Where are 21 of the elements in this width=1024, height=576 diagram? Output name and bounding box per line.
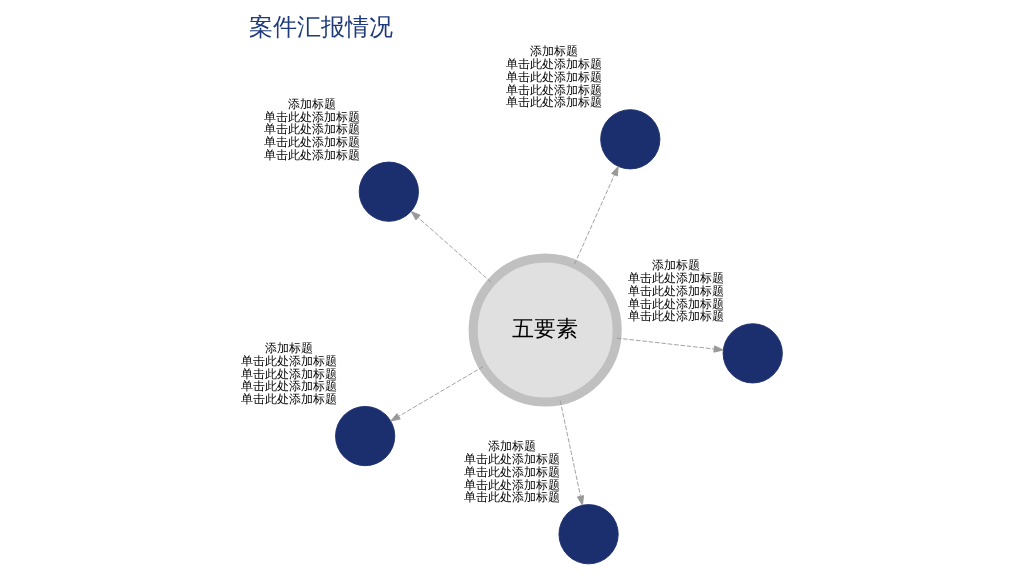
node-label: 添加标题 xyxy=(264,341,313,356)
node-circle: 五要素 xyxy=(468,253,622,407)
arrow xyxy=(616,337,724,353)
node-label: 单击此处添加标题单击此处添加标题单击此处添加标题单击此处添加标题 xyxy=(264,109,361,162)
node-label: 单击此处添加标题单击此处添加标题单击此处添加标题单击此处添加标题 xyxy=(240,353,337,407)
node-circle xyxy=(600,109,661,170)
node-label: 单击此处添加标题单击此处添加标题单击此处添加标题单击此处添加标题 xyxy=(505,57,602,110)
diagram-title: 案件汇报情况 xyxy=(248,12,393,41)
node-circle xyxy=(722,323,783,384)
node-label: 单击此处添加标题单击此处添加标题单击此处添加标题单击此处添加标题 xyxy=(628,271,725,324)
node-circle xyxy=(558,504,619,565)
node-label: 添加标题 xyxy=(652,258,701,273)
arrow xyxy=(390,366,484,422)
node-label: 添加标题 xyxy=(488,439,537,454)
node-label: 单击此处添加标题单击此处添加标题单击此处添加标题单击此处添加标题 xyxy=(464,452,561,505)
node-circle xyxy=(335,405,396,467)
node-label: 添加标题 xyxy=(288,96,337,111)
arrow xyxy=(559,400,585,506)
node-label: 添加标题 xyxy=(529,44,578,59)
arrow xyxy=(410,211,492,283)
arrow xyxy=(574,165,619,265)
